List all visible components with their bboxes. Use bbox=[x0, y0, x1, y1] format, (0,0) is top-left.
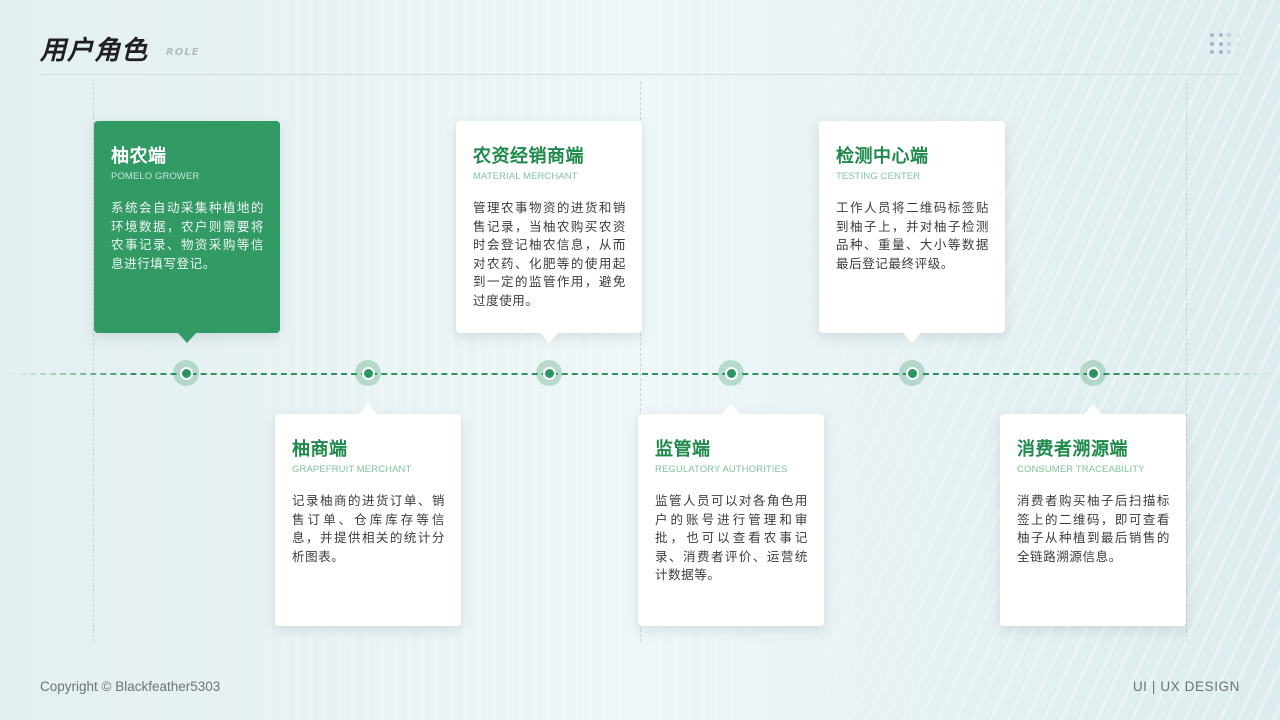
role-card-grapefruit-merchant[interactable]: 柚商端 GRAPEFRUIT MERCHANT 记录柚商的进货订单、销售订单、仓… bbox=[275, 404, 461, 626]
role-title: 柚商端 bbox=[292, 439, 348, 460]
guide-line bbox=[640, 82, 641, 642]
timeline-node-consumer[interactable] bbox=[1080, 360, 1106, 386]
role-card-regulatory[interactable]: 监管端 REGULATORY AUTHORITIES 监管人员可以对各角色用户的… bbox=[638, 404, 824, 626]
role-title: 柚农端 bbox=[111, 146, 167, 167]
header-divider bbox=[40, 74, 1240, 75]
page-subtitle: ROLE bbox=[166, 47, 200, 58]
role-title: 消费者溯源端 bbox=[1017, 439, 1128, 460]
role-title: 监管端 bbox=[655, 439, 711, 460]
timeline-node-pomelo-grower[interactable] bbox=[173, 360, 199, 386]
role-subtitle: CONSUMER TRACEABILITY bbox=[1017, 464, 1145, 475]
role-subtitle: POMELO GROWER bbox=[111, 171, 200, 182]
role-description: 消费者购买柚子后扫描标签上的二维码，即可查看柚子从种植到最后销售的全链路溯源信息… bbox=[1017, 493, 1170, 564]
role-card-pomelo-grower[interactable]: 柚农端 POMELO GROWER 系统会自动采集种植地的环境数据，农户则需要将… bbox=[94, 121, 280, 343]
role-subtitle: GRAPEFRUIT MERCHANT bbox=[292, 464, 412, 475]
timeline-node-testing-center[interactable] bbox=[899, 360, 925, 386]
role-description: 工作人员将二维码标签贴到柚子上，并对柚子检测品种、重量、大小等数据最后登记最终评… bbox=[836, 200, 989, 271]
role-card-consumer[interactable]: 消费者溯源端 CONSUMER TRACEABILITY 消费者购买柚子后扫描标… bbox=[1000, 404, 1186, 626]
role-description: 记录柚商的进货订单、销售订单、仓库库存等信息，并提供相关的统计分析图表。 bbox=[292, 493, 445, 564]
role-subtitle: MATERIAL MERCHANT bbox=[473, 171, 578, 182]
guide-line bbox=[1186, 82, 1187, 642]
footer-tagline: UI | UX DESIGN bbox=[1132, 679, 1240, 694]
role-description: 监管人员可以对各角色用户的账号进行管理和审批，也可以查看农事记录、消费者评价、运… bbox=[655, 493, 808, 583]
page-title: 用户角色 bbox=[40, 36, 149, 66]
dot-grid-icon bbox=[1210, 33, 1244, 55]
role-title: 农资经销商端 bbox=[473, 146, 584, 167]
role-subtitle: REGULATORY AUTHORITIES bbox=[655, 464, 788, 475]
copyright-text: Copyright © Blackfeather5303 bbox=[40, 679, 221, 694]
timeline-node-material-merchant[interactable] bbox=[536, 360, 562, 386]
timeline-line bbox=[10, 373, 1270, 375]
timeline-node-regulatory[interactable] bbox=[718, 360, 744, 386]
role-subtitle: TESTING CENTER bbox=[836, 171, 921, 182]
timeline-node-grapefruit-merchant[interactable] bbox=[355, 360, 381, 386]
role-description: 系统会自动采集种植地的环境数据，农户则需要将农事记录、物资采购等信息进行填写登记… bbox=[111, 200, 264, 271]
role-card-testing-center[interactable]: 检测中心端 TESTING CENTER 工作人员将二维码标签贴到柚子上，并对柚… bbox=[819, 121, 1005, 343]
role-card-material-merchant[interactable]: 农资经销商端 MATERIAL MERCHANT 管理农事物资的进货和销售记录，… bbox=[456, 121, 642, 343]
role-title: 检测中心端 bbox=[836, 146, 929, 167]
role-description: 管理农事物资的进货和销售记录，当柚农购买农资时会登记柚农信息，从而对农药、化肥等… bbox=[473, 200, 626, 308]
guide-line bbox=[93, 82, 94, 642]
